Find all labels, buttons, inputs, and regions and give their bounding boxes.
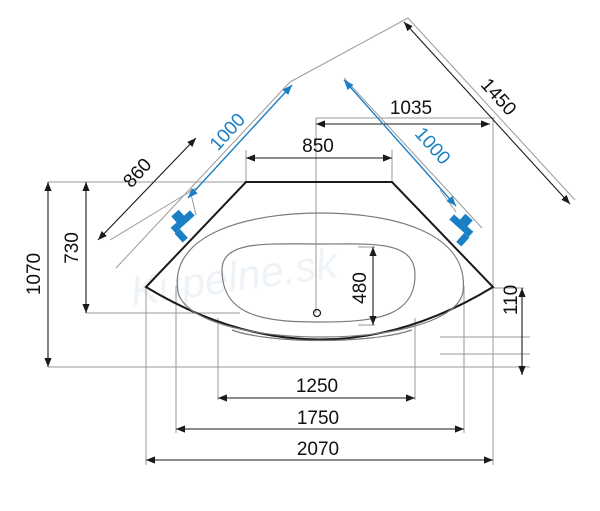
label-right-wall: 1035 [390,98,432,119]
label-overall-depth: 1070 [24,253,45,295]
tub-inner-basin [221,243,416,323]
label-drain-offset: 110 [501,285,522,315]
tub-front-lip [231,329,413,342]
dim-line-right-tap [343,79,457,207]
label-total-width: 2070 [297,439,339,460]
label-inner-basin-width: 1250 [296,376,338,397]
faucet-icon [449,213,474,247]
label-left-wall: 860 [120,155,157,193]
label-outer-basin-width: 1750 [297,408,339,429]
tap-dimension-lines [187,79,457,207]
label-side-depth: 730 [62,232,83,264]
tub-outer-basin [176,212,464,338]
dim-line-1450 [403,21,571,205]
faucet-icon [170,209,195,243]
dim-line-860 [97,137,197,241]
bathtub-outline [144,181,495,341]
bathtub-basin [176,212,464,342]
dimension-lines [44,21,571,464]
tub-outer-rim [144,181,495,341]
label-diagonal-span: 1450 [476,75,520,120]
label-basin-depth: 480 [350,272,371,304]
label-front-edge-width: 850 [302,136,334,157]
dim-line-left-tap [187,84,293,199]
drain-icon [312,308,322,318]
